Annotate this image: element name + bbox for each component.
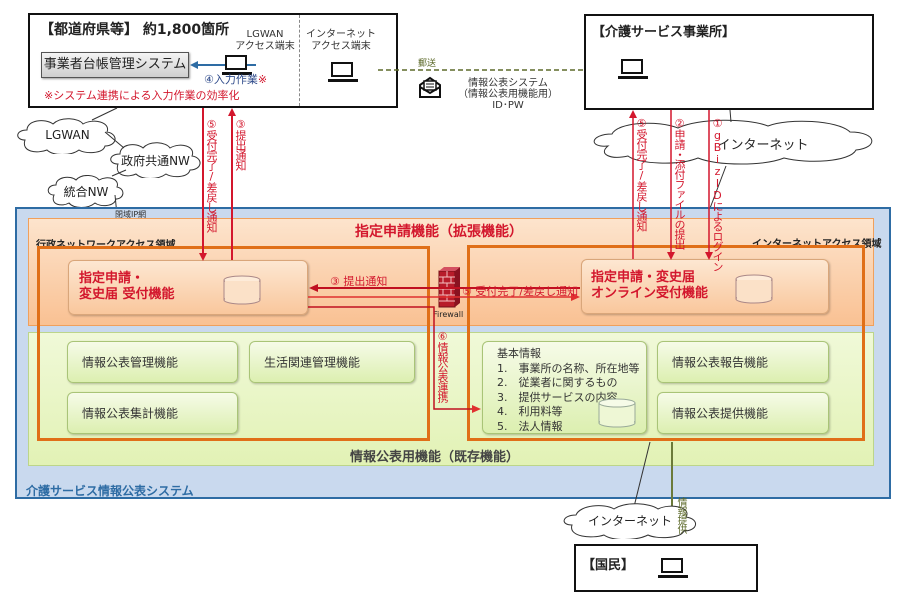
reception-left: 指定申請・ 変史届 受付機能 <box>68 260 308 315</box>
flow-5-mid-label: ⑤ 受付完了/差戻し通知 <box>462 285 579 298</box>
lgwan-terminal-l1: LGWAN <box>246 29 284 40</box>
basic-info-item: 4. 利用料等 <box>497 405 563 418</box>
cloud-gov-nw: 政府共通NW <box>108 142 203 178</box>
internet-laptop-icon <box>328 62 358 84</box>
citizen-laptop-icon <box>658 558 688 580</box>
flow-2-right-label: ②申請・添付ファイルの提出 <box>673 117 686 249</box>
lgwan-laptop-icon <box>222 55 252 77</box>
divider-dashed <box>299 15 300 106</box>
flow-1-right-label: ①gBizIDによるログイン <box>711 117 724 271</box>
reception-right-l2: オンライン受付機能 <box>591 286 709 301</box>
reception-right-l1: 指定申請・変史届 <box>591 270 696 285</box>
cloud-lgwan-label: LGWAN <box>45 128 90 142</box>
reception-left-l1: 指定申請・ <box>79 271 145 286</box>
input-work-label: ④入力作業※ <box>204 73 268 86</box>
envelope-icon <box>419 76 441 98</box>
closed-ip-label: 閉域IP網 <box>115 210 147 219</box>
cloud-internet-top-label: インターネット <box>717 138 809 153</box>
function-box: 情報公表管理機能 <box>67 341 238 383</box>
gov-area-outline <box>37 246 430 441</box>
basic-info-title: 基本情報 <box>497 347 541 360</box>
lgwan-terminal-label: LGWAN アクセス端末 <box>230 29 300 53</box>
database-icon <box>735 274 773 304</box>
efficiency-note: ※システム連携による入力作業の効率化 <box>44 89 240 102</box>
basic-info-item: 2. 従業者に関するもの <box>497 376 618 389</box>
reception-left-l2: 変史届 受付機能 <box>79 287 175 302</box>
function-box: 情報公表提供機能 <box>657 392 829 434</box>
firewall-label: Firewall <box>433 310 464 319</box>
function-box: 生活関連管理機能 <box>249 341 415 383</box>
cloud-lgwan: LGWAN <box>15 118 120 154</box>
ledger-system-button: 事業者台帳管理システム <box>41 52 189 78</box>
internet-terminal-label: インターネット アクセス端末 <box>306 29 376 53</box>
provider-box: 【介護サービス事業所】 <box>584 14 874 110</box>
cloud-internet-top: インターネット <box>588 118 878 166</box>
citizen-title: 【国民】 <box>582 558 635 573</box>
function-box: 情報公表集計機能 <box>67 392 238 434</box>
ledger-system-label: 事業者台帳管理システム <box>43 57 187 72</box>
extended-title: 指定申請機能（拡張機能） <box>355 224 523 240</box>
prefecture-title: 【都道府県等】 約1,800箇所 <box>40 22 230 38</box>
internet-terminal-l2: アクセス端末 <box>311 41 371 52</box>
cloud-gov-nw-label: 政府共通NW <box>121 154 190 168</box>
basic-info-item: 1. 事業所の名称、所在地等 <box>497 361 640 375</box>
flow-3-mid-label: ③ 提出通知 <box>330 275 388 288</box>
citizen-box: 【国民】 <box>574 544 758 592</box>
function-box: 情報公表報告機能 <box>657 341 829 383</box>
provider-laptop-icon <box>618 59 648 81</box>
database-icon <box>223 275 261 305</box>
flow-5-right-label: ⑤受付完了/差戻し通知 <box>635 117 648 231</box>
gov-area-label: 行政ネットワークアクセス領域 <box>36 240 176 251</box>
internet-terminal-l1: インターネット <box>306 29 376 40</box>
mail-label: 郵送 <box>418 59 437 69</box>
cloud-integrated-nw: 統合NW <box>46 175 126 207</box>
system-name: 介護サービス情報公表システム <box>26 484 194 498</box>
database-icon <box>598 398 636 428</box>
flow-6-label: ⑥情報公表連携 <box>436 330 449 402</box>
mail-description: 情報公表システム （情報公表用機能用） ID･PW <box>458 78 558 111</box>
info-provide-label: 情報提供 <box>675 497 686 533</box>
provider-title: 【介護サービス事業所】 <box>592 25 736 40</box>
basic-info-box: 基本情報 1. 事業所の名称、所在地等 2. 従業者に関するもの 3. 提供サー… <box>482 341 647 434</box>
flow-5-left-label: ⑤受付完了/差戻し通知 <box>205 118 218 232</box>
cloud-internet-bottom: インターネット <box>560 503 700 539</box>
flow-3-left-label: ③提出通知 <box>234 118 247 170</box>
basic-info-item: 5. 法人情報 <box>497 419 563 433</box>
basic-info-item: 3. 提供サービスの内容 <box>497 390 618 404</box>
lgwan-terminal-l2: アクセス端末 <box>235 41 295 52</box>
internet-area-outline <box>467 245 865 441</box>
existing-title: 情報公表用機能（既存機能） <box>350 450 520 465</box>
internet-area-label: インターネットアクセス領域 <box>752 239 882 250</box>
cloud-internet-bottom-label: インターネット <box>587 514 672 528</box>
reception-right: 指定申請・変史届 オンライン受付機能 <box>581 259 829 314</box>
cloud-integrated-nw-label: 統合NW <box>63 185 109 199</box>
prefecture-box: 【都道府県等】 約1,800箇所 事業者台帳管理システム LGWAN アクセス端… <box>28 13 398 108</box>
